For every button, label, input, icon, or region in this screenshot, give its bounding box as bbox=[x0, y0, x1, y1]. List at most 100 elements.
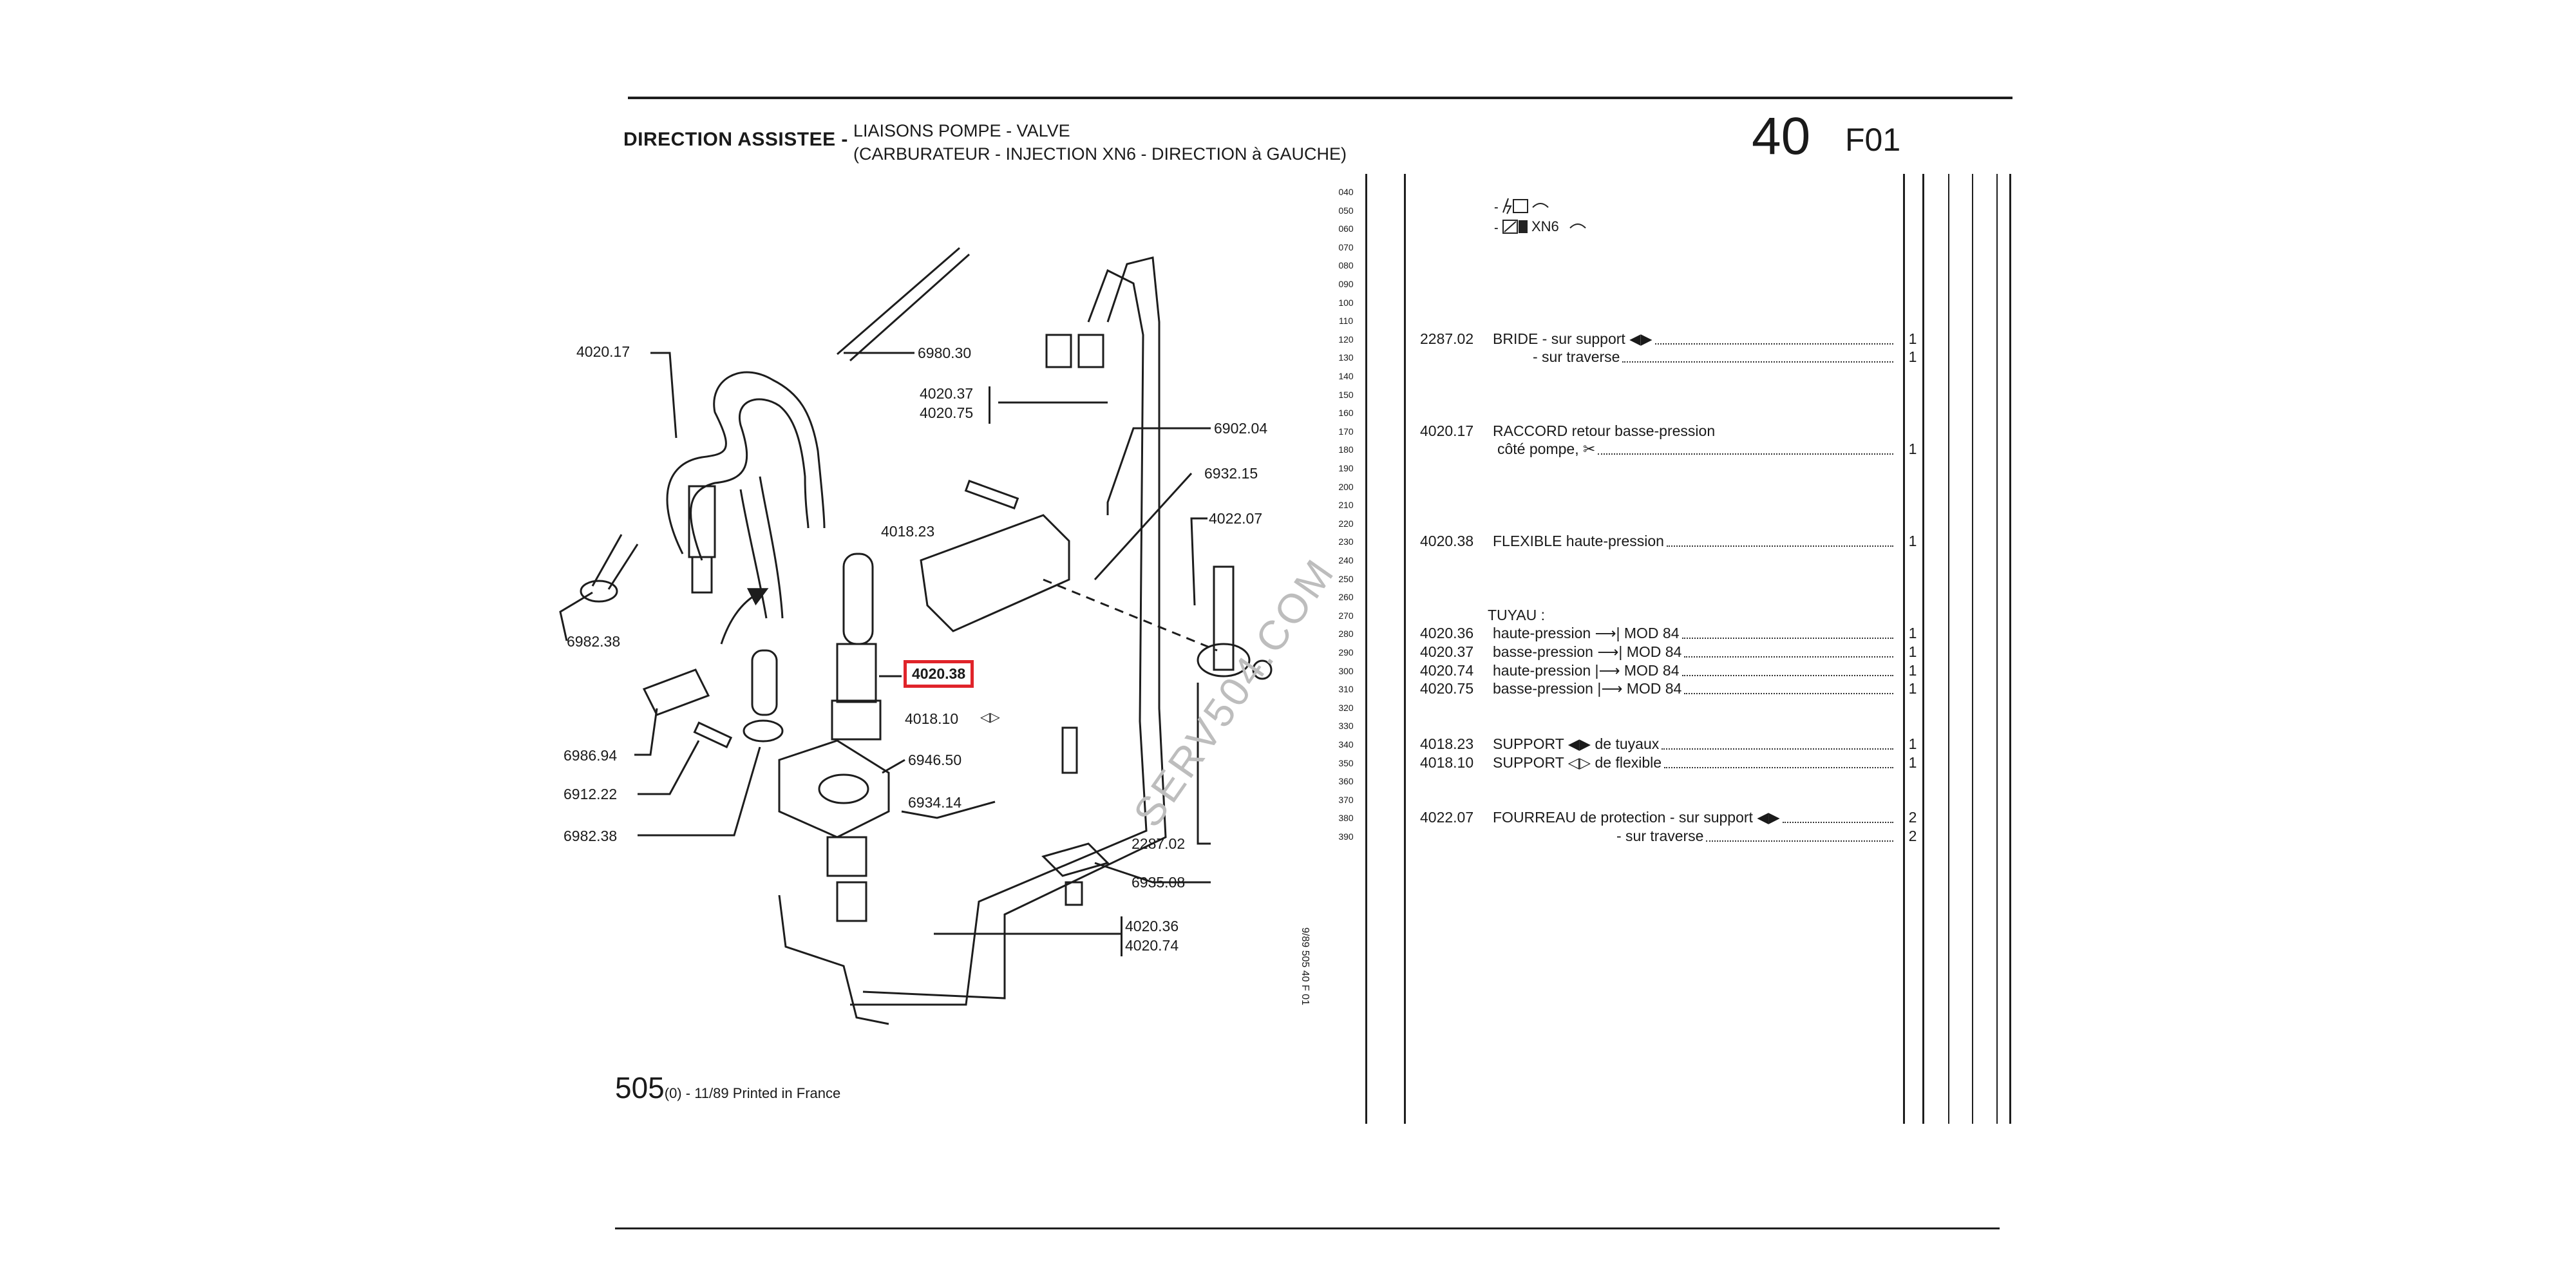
sequence-number: 080 bbox=[1338, 260, 1354, 271]
sequence-number: 060 bbox=[1338, 223, 1354, 234]
label-4018-23: 4018.23 bbox=[881, 523, 935, 540]
union-nut-2 bbox=[836, 881, 867, 922]
part-quantity: 2 bbox=[1908, 828, 1917, 844]
clip-6986-94 bbox=[642, 668, 710, 716]
sequence-number: 330 bbox=[1338, 721, 1354, 732]
sequence-number: 320 bbox=[1338, 702, 1354, 713]
legend-symbol-icon: - - bbox=[1494, 198, 1586, 235]
top-fitting-b bbox=[1077, 334, 1104, 368]
part-quantity: 1 bbox=[1908, 330, 1917, 347]
part-quantity: 1 bbox=[1908, 753, 1917, 771]
part-quantity: 1 bbox=[1908, 440, 1917, 458]
hose-fitting-left-nut bbox=[691, 556, 713, 594]
sequence-number: 070 bbox=[1338, 242, 1354, 252]
top-fitting-a bbox=[1045, 334, 1072, 368]
part-ref: 4020.75 bbox=[1420, 680, 1474, 697]
part-description: - sur traverse bbox=[1616, 828, 1704, 844]
dot-leader bbox=[1598, 453, 1893, 455]
sequence-number: 200 bbox=[1338, 481, 1354, 492]
pipe-loop-bottom bbox=[778, 895, 889, 1025]
label-6986-94: 6986.94 bbox=[564, 747, 618, 764]
bracket-4018-10 bbox=[778, 739, 890, 838]
dash-line bbox=[1043, 578, 1218, 652]
sequence-number: 140 bbox=[1338, 371, 1354, 381]
table-rule-5 bbox=[1948, 174, 1949, 1124]
sequence-number: 210 bbox=[1338, 500, 1354, 511]
leader-4020-17 bbox=[650, 352, 677, 439]
part-quantity: 1 bbox=[1908, 533, 1917, 550]
sequence-number: 160 bbox=[1338, 408, 1354, 419]
dot-leader bbox=[1782, 822, 1893, 824]
label-bracket-4020-37 bbox=[989, 386, 990, 424]
leader-4022-07 bbox=[1190, 517, 1208, 606]
leader-6982-38b bbox=[638, 746, 761, 837]
bracket-hole bbox=[818, 773, 869, 804]
clamp-6982-38 bbox=[743, 719, 784, 743]
dot-leader bbox=[1654, 343, 1893, 345]
sleeve-clamp bbox=[1197, 643, 1251, 677]
dot-leader bbox=[1684, 693, 1893, 695]
dot-leader bbox=[1681, 638, 1893, 639]
bottom-rule bbox=[615, 1227, 2000, 1229]
part-description: - sur traverse bbox=[1533, 348, 1620, 366]
return-hose-tail bbox=[739, 476, 784, 619]
part-ref: 4020.38 bbox=[1420, 533, 1474, 550]
sequence-number: 230 bbox=[1338, 536, 1354, 547]
part-ref: 4018.10 bbox=[1420, 753, 1474, 771]
sequence-number: 290 bbox=[1338, 647, 1354, 658]
top-rule bbox=[628, 97, 2012, 99]
label-4020-75: 4020.75 bbox=[920, 404, 974, 421]
rigid-pipe-low bbox=[850, 269, 1148, 1006]
part-description: basse-pression |⟶ MOD 84 bbox=[1493, 680, 1682, 697]
page-number-minor: F01 bbox=[1845, 122, 1901, 158]
part-description: SUPPORT ◁▷ de flexible bbox=[1493, 753, 1662, 771]
subtitle-line1: LIAISONS POMPE - VALVE bbox=[853, 121, 1070, 140]
label-bracket-4020-36 bbox=[1121, 916, 1122, 956]
dot-leader bbox=[1622, 361, 1893, 363]
part-ref: 4022.07 bbox=[1420, 809, 1474, 826]
hose-fitting-left bbox=[688, 485, 716, 558]
svg-text:-: - bbox=[1494, 221, 1499, 235]
sequence-number: 130 bbox=[1338, 352, 1354, 363]
sleeve-4022-07 bbox=[1213, 565, 1235, 671]
table-rule-1 bbox=[1365, 174, 1367, 1124]
dot-leader bbox=[1681, 674, 1893, 676]
sequence-number: 310 bbox=[1338, 684, 1354, 695]
leader-6946-50 bbox=[882, 759, 905, 774]
sequence-number: 250 bbox=[1338, 573, 1354, 584]
part-quantity: 2 bbox=[1908, 809, 1917, 826]
label-4020-74: 4020.74 bbox=[1125, 937, 1179, 954]
pressure-hose-upper bbox=[842, 553, 874, 645]
table-rule-3 bbox=[1903, 174, 1905, 1124]
table-rule-6 bbox=[1972, 174, 1973, 1124]
leader-6912-22 bbox=[638, 740, 700, 795]
part-description: haute-pression ⟶| MOD 84 bbox=[1493, 625, 1680, 642]
leader-6935-08 bbox=[1094, 862, 1211, 884]
rigid-pipe-high bbox=[862, 256, 1167, 999]
part-ref: 4020.17 bbox=[1420, 422, 1474, 439]
part-ref: 4020.74 bbox=[1420, 661, 1474, 679]
label-6982-38-top: 6982.38 bbox=[567, 633, 621, 650]
sequence-number: 190 bbox=[1338, 463, 1354, 473]
part-ref: 4020.37 bbox=[1420, 643, 1474, 660]
part-quantity: 1 bbox=[1908, 735, 1917, 752]
sequence-number: 180 bbox=[1338, 444, 1354, 455]
subtitle-line2: (CARBURATEUR - INJECTION XN6 - DIRECTION… bbox=[853, 144, 1347, 164]
legend-xn6: XN6 bbox=[1531, 218, 1559, 234]
label-4020-36: 4020.36 bbox=[1125, 918, 1179, 934]
sequence-number: 300 bbox=[1338, 665, 1354, 676]
sequence-number: 360 bbox=[1338, 776, 1354, 787]
pressure-hose-fitting bbox=[831, 699, 882, 741]
page-number-major: 40 bbox=[1752, 107, 1811, 166]
sequence-number: 220 bbox=[1338, 518, 1354, 529]
label-6932-15: 6932.15 bbox=[1204, 465, 1258, 482]
part-quantity: 1 bbox=[1908, 680, 1917, 697]
section-title: DIRECTION ASSISTEE - bbox=[623, 129, 848, 150]
label-4020-37: 4020.37 bbox=[920, 385, 974, 402]
label-6982-38-bottom: 6982.38 bbox=[564, 828, 618, 844]
label-6912-22: 6912.22 bbox=[564, 786, 618, 802]
support-bracket bbox=[920, 514, 1070, 632]
label-6902-04: 6902.04 bbox=[1214, 420, 1268, 437]
dot-leader bbox=[1684, 656, 1893, 658]
